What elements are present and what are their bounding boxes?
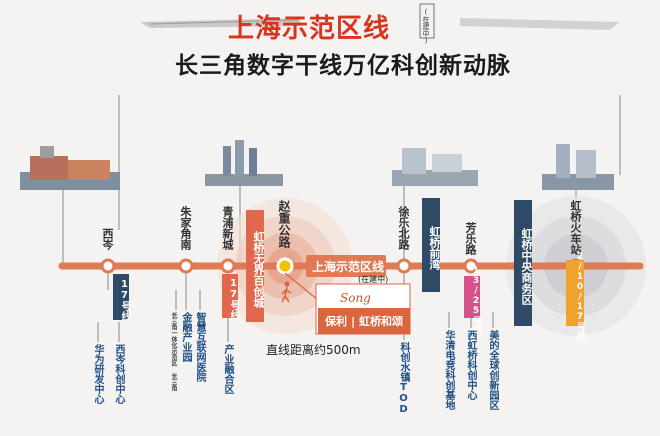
feature-hospital: 智慧互联网医院 [194,312,205,382]
feature-xicen-center: 西岑科创中心 [113,344,124,404]
area-tag-wujie: 虹桥无界百创城 [246,210,265,322]
line-tag-fangle: 13/25号线 [464,266,481,334]
title-status-note: (在建中) [422,8,430,45]
line-tag-xicen: 17号线 [113,274,130,321]
line-label-note: (在建中) [358,275,389,284]
station-name-zhujiajiao: 朱家角南 [179,206,192,250]
station-name-fangle: 芳乐路 [464,222,477,255]
line-tag-qingpu: 17号线 [222,274,239,320]
station-dot-zhaozhong [276,257,294,275]
feature-yangtze-zone: 长三角一体化示范区 长三角 [170,312,177,391]
project-pointer [284,272,319,301]
feature-xihongqiao-center: 西虹桥科创中心 [465,330,476,400]
title-note-box [419,3,435,39]
hongqiao-photo [542,140,614,192]
feature-finance-park: 金融产业园 [180,312,191,362]
distance-note: 直线距离约500m [266,343,361,357]
project-brand: 保利 [324,315,347,328]
walking-person-icon [281,281,292,303]
area-tag-qianwan: 虹桥前湾 [422,198,441,292]
feature-huawei: 华为研发中心 [92,344,103,404]
station-dot-xule [396,258,412,274]
page-subtitle: 长三角数字干线万亿科创新动脉 [175,53,511,79]
project-badge: 保利 | 虹桥和颂 [318,308,410,334]
feature-esports-base: 华清电竞科创基地 [443,330,454,410]
station-name-qingpu: 青浦新城 [221,206,234,250]
line-label-bg [306,255,386,277]
station-dot-qingpu [220,258,236,274]
station-dot-zhujiajiao [178,258,194,274]
feature-tod: 科创水镇TOD [398,342,409,415]
xule-photo [392,140,478,188]
project-name: 虹桥和颂 [359,315,404,328]
area-tag-cbd: 虹桥中央商务区 [514,200,533,326]
station-dot-fangle [463,258,479,274]
train-icon [140,18,620,30]
page-title: 上海示范区线 [228,14,391,44]
station-dot-xicen [100,258,116,274]
station-name-xule: 徐乐北路 [397,206,410,250]
line-tag-hongqiao: 2/10/17号线 [566,252,585,340]
station-name-xicen: 西岑 [101,228,114,250]
station-name-zhaozhong: 赵重公路 [277,200,291,248]
project-logo: Song [340,291,371,305]
feature-industry-zone: 产业融合区 [222,344,233,394]
xicen-photo [20,140,120,195]
line-label: 上海示范区线 [312,260,385,274]
qingpu-photo [205,138,283,188]
feature-midea-park: 美的全球创新园区 [487,330,498,410]
station-name-hongqiao: 虹桥火车站 [569,200,582,255]
